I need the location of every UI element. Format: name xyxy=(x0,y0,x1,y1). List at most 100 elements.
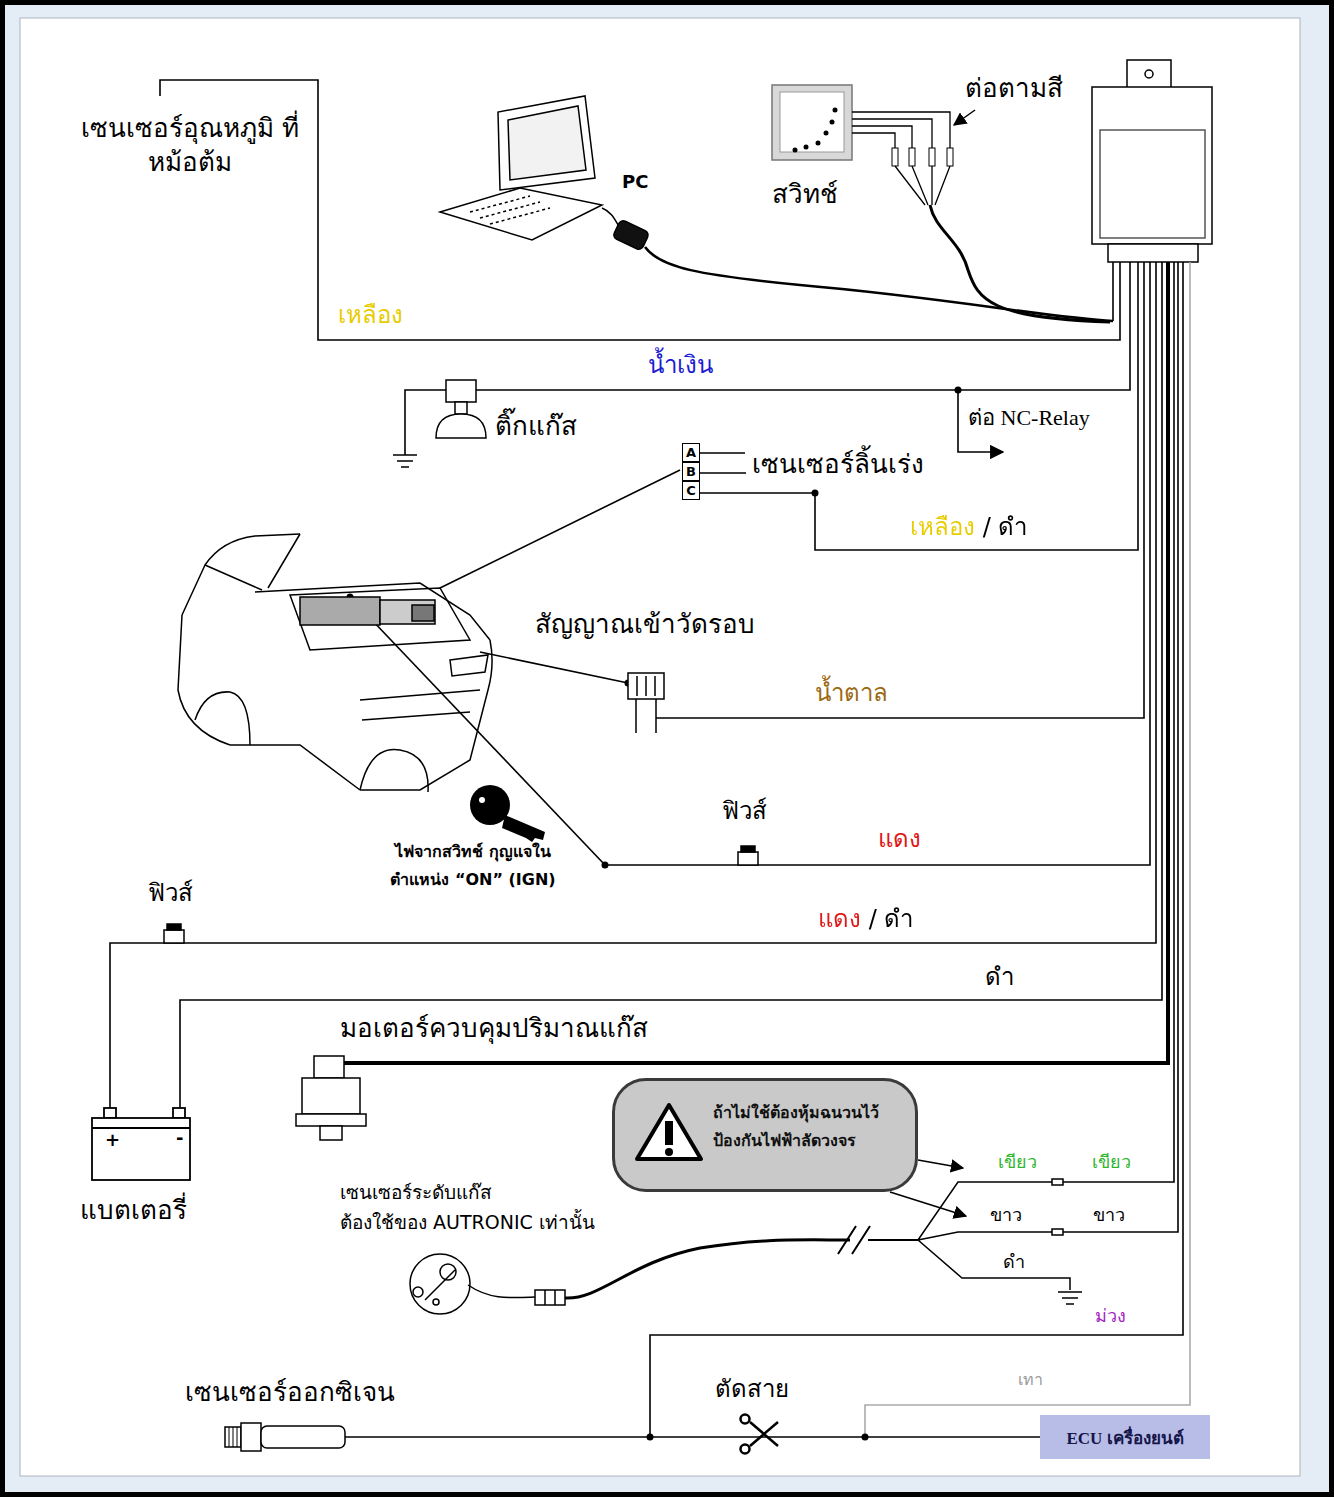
node-text: B xyxy=(686,463,696,480)
scissors-symbol xyxy=(741,1415,750,1424)
mode-switch xyxy=(793,148,798,153)
battery-symbol xyxy=(104,1108,116,1118)
controller-unit xyxy=(1108,244,1198,262)
car-illustration xyxy=(360,750,428,793)
mode-switch xyxy=(930,205,1110,322)
wire-color: ม่วง xyxy=(1095,1304,1126,1327)
controller-unit xyxy=(1145,70,1153,78)
gas-solenoid xyxy=(455,402,467,414)
mode-switch xyxy=(772,85,1110,322)
controller-unit xyxy=(1092,60,1212,262)
mode-switch xyxy=(892,148,898,166)
connector-pin-box: C xyxy=(682,481,700,500)
car-illustration xyxy=(412,605,434,621)
ignition-key xyxy=(470,785,545,842)
mode-switch xyxy=(929,148,935,166)
scissors-symbol xyxy=(741,1415,779,1454)
ecu-box: ECU เครื่องยนต์ xyxy=(1040,1415,1210,1459)
note-label: ต่อ NC-Relay xyxy=(968,404,1090,433)
node-text: เซนเซอร์ออกซิเจน xyxy=(185,1376,485,1410)
gas-level-sensor xyxy=(918,1182,1070,1290)
callout-arrows xyxy=(890,1192,966,1216)
note-label: ไฟจากสวิทช์ กุญแจในตำแหน่ง “ON” (IGN) xyxy=(388,838,558,894)
wire-color: เขียว xyxy=(998,1150,1037,1173)
oxygen-sensor-icon xyxy=(185,1410,485,1464)
oxygen-sensor-icon xyxy=(345,1436,485,1438)
controller-unit xyxy=(1127,60,1171,88)
mode-switch xyxy=(780,92,844,152)
fuse-symbol xyxy=(164,930,184,943)
junction-dots xyxy=(347,387,962,1441)
car-illustration xyxy=(182,534,300,615)
node-text: ECU เครื่องยนต์ xyxy=(1066,1424,1183,1451)
fuse-symbol xyxy=(167,924,181,930)
rpm-connector xyxy=(636,676,656,733)
controller-wires xyxy=(440,470,680,588)
mode-switch xyxy=(947,148,953,166)
node-text: C xyxy=(686,482,696,499)
controller-wires xyxy=(865,262,1190,1437)
scissors-symbol xyxy=(750,1422,778,1446)
controller-wires xyxy=(605,262,1150,865)
battery-symbol xyxy=(92,1108,190,1180)
mode-switch xyxy=(830,120,835,125)
wire-color: ขาว xyxy=(1093,1203,1125,1226)
laptop-pc xyxy=(440,188,602,240)
wire-color: ดำ xyxy=(1003,1250,1025,1273)
device-label: PC xyxy=(622,170,648,193)
car-illustration xyxy=(205,534,300,590)
junction-dots xyxy=(955,387,962,394)
rpm-connector xyxy=(628,673,664,733)
controller-unit xyxy=(1092,87,1212,244)
wire-color: แดง xyxy=(878,824,921,855)
warning-triangle xyxy=(665,1148,673,1156)
warning-callout: ถ้าไม่ใช้ต้องหุ้มฉนวนไว้ ป้องกันไฟฟ้าลัด… xyxy=(612,1078,918,1192)
ignition-key xyxy=(479,797,485,803)
wire-color: เทา xyxy=(1018,1370,1043,1391)
controller-wires xyxy=(160,80,1120,340)
mode-switch xyxy=(804,145,809,150)
mode-switch xyxy=(772,85,852,160)
car-illustration xyxy=(450,655,488,676)
laptop-pc xyxy=(645,247,1113,321)
part-name: ติ๊กแก๊ส xyxy=(495,410,577,444)
gas-level-sensor xyxy=(410,1179,1082,1314)
mode-switch xyxy=(852,112,950,148)
wire-color: ดำ xyxy=(985,962,1014,993)
gas-level-sensor xyxy=(1058,1292,1082,1304)
controller-wires xyxy=(656,262,1144,718)
mode-switch xyxy=(954,110,975,125)
oxygen-sensor-icon xyxy=(261,1426,345,1448)
gas-solenoid xyxy=(446,380,476,402)
fuse-symbol xyxy=(741,846,755,852)
gas-solenoid xyxy=(436,380,486,438)
scissors-symbol xyxy=(741,1445,750,1454)
page-frame xyxy=(3,3,1332,1495)
mode-switch xyxy=(833,108,838,113)
car-illustration xyxy=(178,534,492,792)
node-text: A xyxy=(686,444,696,461)
controller-wires xyxy=(332,262,1168,1063)
edge-label: ตัดสาย xyxy=(713,1374,791,1405)
gas-level-sensor xyxy=(535,1290,565,1305)
connector-pin-box: A xyxy=(682,443,700,462)
laptop-pc xyxy=(470,196,550,224)
controller-wires xyxy=(1112,262,1114,321)
junction-dots xyxy=(602,862,609,869)
car-illustration xyxy=(290,588,470,650)
page-frame xyxy=(20,18,1300,1476)
gas-level-sensor xyxy=(413,1287,423,1297)
gas-solenoid xyxy=(436,414,486,438)
part-name: แบตเตอรี่ xyxy=(80,1194,187,1228)
wire-color: เหลือง xyxy=(338,300,403,331)
wire-color: แดง / ดำ xyxy=(818,904,913,935)
junction-dots xyxy=(812,490,819,497)
car-illustration xyxy=(380,600,435,624)
gas-level-sensor xyxy=(468,1285,535,1298)
warning-triangle xyxy=(637,1105,701,1159)
wire-color: ขาว xyxy=(990,1203,1022,1226)
